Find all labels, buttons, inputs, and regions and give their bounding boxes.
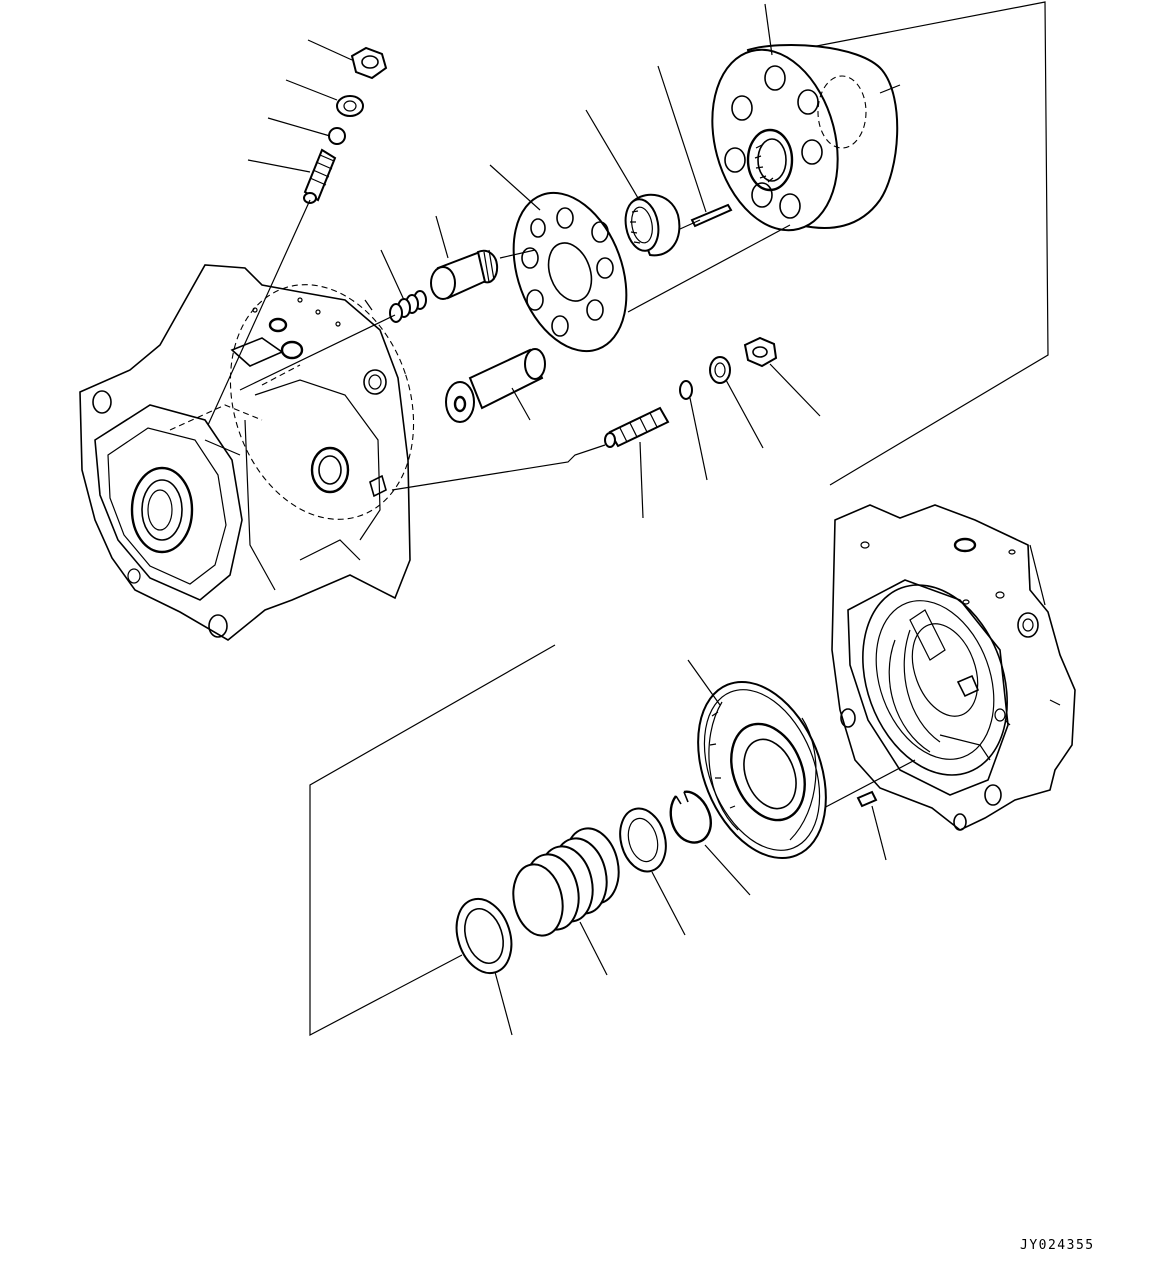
pump-housing-left [80, 261, 443, 640]
spring-seat-washer [448, 892, 521, 980]
spherical-bushing [622, 195, 680, 256]
piston-upper [431, 250, 497, 299]
snap-ring [671, 792, 711, 843]
thrust-washer [613, 803, 672, 876]
main-spring [507, 823, 625, 940]
valve-plate [674, 663, 850, 877]
dowel-pin [858, 792, 876, 806]
upper-group-frame [770, 2, 1048, 485]
end-cover-housing-right [832, 505, 1075, 830]
drawing-code-label: JY024355 [1020, 1238, 1095, 1253]
cylinder-block [693, 36, 897, 245]
assembly-centerlines [208, 85, 900, 490]
upper-fastener-stack [304, 48, 386, 203]
retainer-plate [493, 177, 647, 367]
leader-lines [248, 4, 886, 1035]
pin [692, 205, 731, 226]
middle-fastener-stack [605, 338, 776, 447]
piston-lower [446, 349, 545, 422]
lower-group-frame [310, 645, 915, 1035]
spring-small [390, 291, 426, 322]
